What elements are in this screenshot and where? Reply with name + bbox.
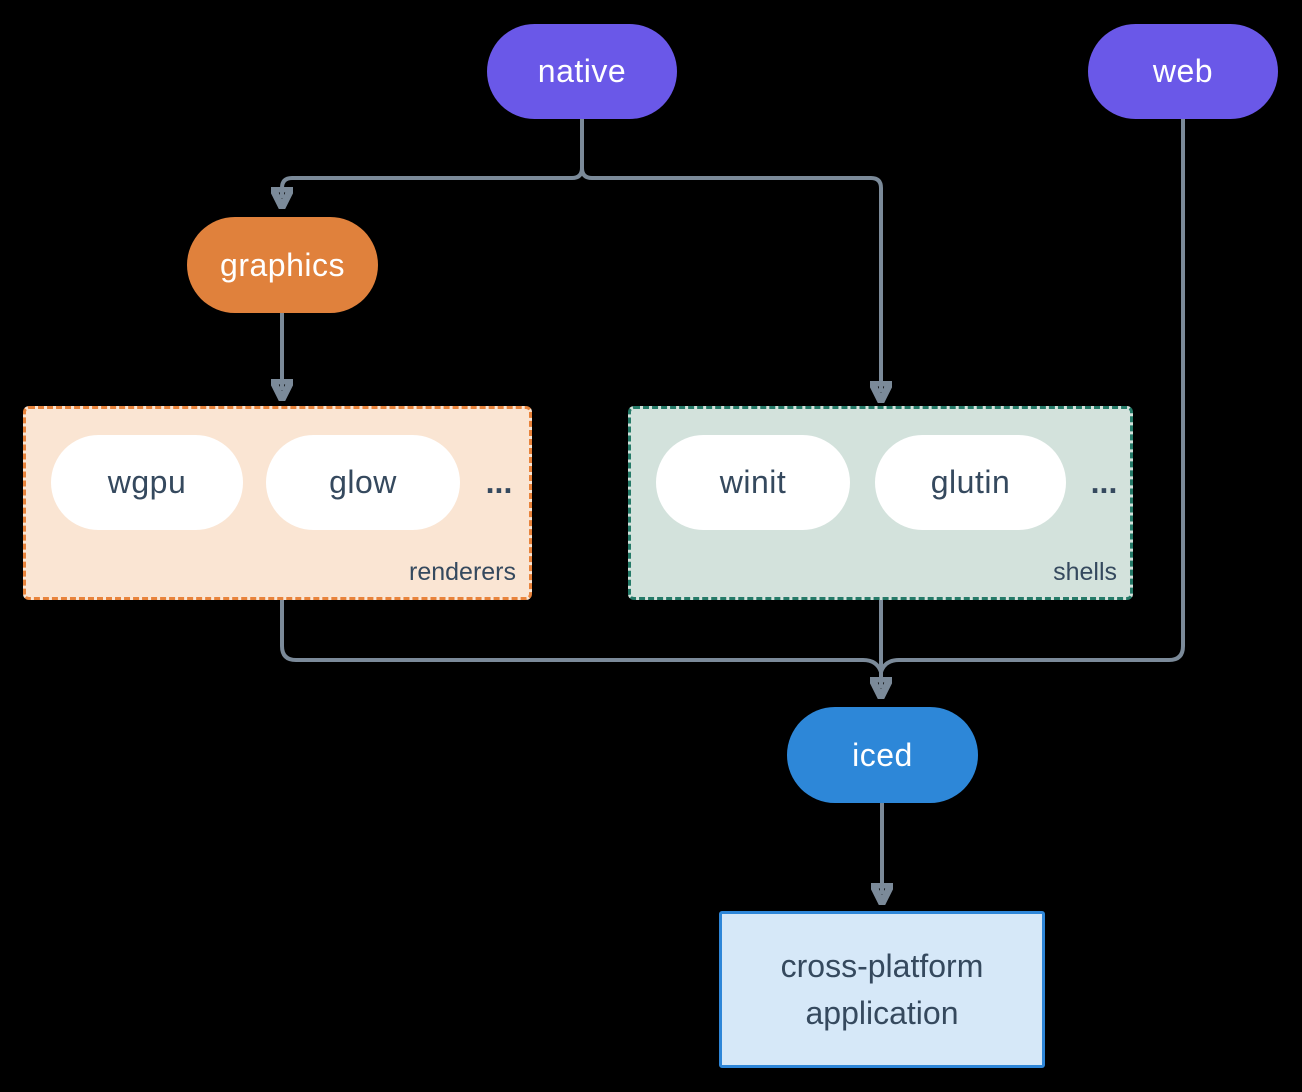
- node-iced: iced: [787, 707, 978, 803]
- node-glutin: glutin: [875, 435, 1066, 530]
- node-glow-label: glow: [329, 464, 397, 500]
- edge-web-to-iced: [879, 118, 1185, 673]
- node-glow: glow: [266, 435, 460, 530]
- node-native: native: [487, 24, 677, 119]
- node-winit: winit: [656, 435, 850, 530]
- node-graphics-label: graphics: [220, 246, 345, 283]
- renderers-group-label: renderers: [409, 558, 516, 586]
- application-label-line1: cross-platform: [780, 947, 984, 984]
- shells-ellipsis: ...: [1090, 464, 1118, 500]
- edge-native-to-graphics: [282, 118, 584, 198]
- group-shells: winit glutin ... shells: [628, 406, 1133, 600]
- node-web: web: [1088, 24, 1278, 119]
- edge-renderers-to-iced: [280, 600, 883, 673]
- node-web-label: web: [1152, 53, 1214, 89]
- node-native-label: native: [537, 53, 627, 89]
- application-label-line2: application: [805, 994, 959, 1031]
- node-iced-label: iced: [852, 736, 913, 773]
- node-cross-platform-application: cross-platform application: [719, 911, 1045, 1068]
- group-renderers: wgpu glow ... renderers: [23, 406, 532, 600]
- shells-group-label: shells: [1053, 558, 1117, 586]
- node-glutin-label: glutin: [930, 464, 1011, 500]
- node-graphics: graphics: [187, 217, 378, 313]
- renderers-ellipsis: ...: [485, 464, 513, 500]
- node-wgpu-label: wgpu: [107, 464, 187, 500]
- node-wgpu: wgpu: [51, 435, 243, 530]
- edge-native-to-shells: [580, 118, 881, 392]
- node-winit-label: winit: [719, 464, 787, 500]
